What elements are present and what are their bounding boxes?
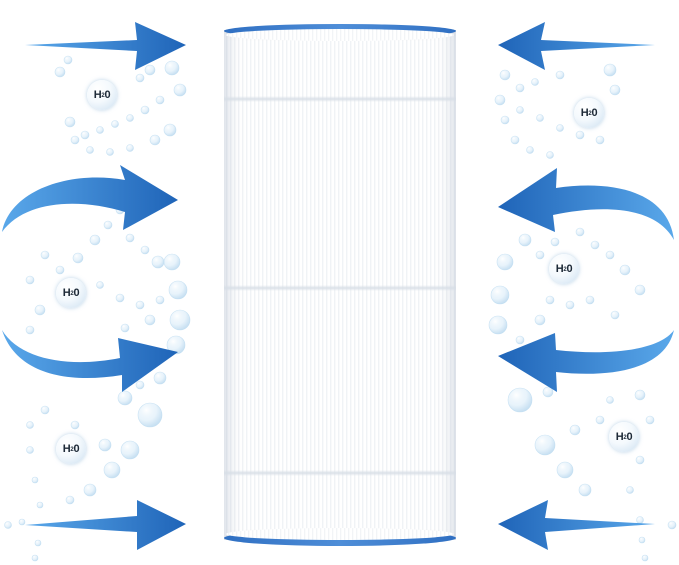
arrow-left-icon — [498, 22, 655, 70]
filter-bottom-edge — [226, 528, 454, 540]
filter-top-edge — [226, 29, 454, 41]
cartridge-filter — [224, 24, 456, 546]
h2o-h: H — [580, 107, 589, 119]
filter-band — [224, 96, 456, 102]
arrow-right-icon — [25, 22, 186, 70]
h2o-h: H — [62, 287, 71, 299]
arrow-right-icon — [25, 500, 186, 550]
h2o-o: 0 — [566, 263, 573, 275]
h2o-o: 0 — [73, 443, 80, 455]
curved-arrow-left-icon — [498, 168, 674, 240]
h2o-o: 0 — [591, 107, 598, 119]
h2o-h: H — [615, 431, 624, 443]
h2o-sub: 2 — [588, 111, 592, 117]
h2o-h: H — [555, 263, 564, 275]
h2o-sub: 2 — [70, 291, 74, 297]
filter-band — [224, 285, 456, 291]
h2o-h: H — [93, 89, 102, 101]
h2o-o: 0 — [626, 431, 633, 443]
pleated-filter-media — [224, 30, 456, 540]
arrow-left-icon — [498, 500, 655, 550]
h2o-sub: 2 — [101, 93, 105, 99]
h2o-h: H — [62, 443, 71, 455]
curved-arrow-right-icon — [2, 165, 178, 232]
filter-band — [224, 470, 456, 476]
curved-arrow-right-icon — [2, 330, 178, 392]
h2o-sub: 2 — [70, 447, 74, 453]
h2o-sub: 2 — [563, 267, 567, 273]
h2o-o: 0 — [73, 287, 80, 299]
curved-arrow-left-icon — [498, 330, 674, 392]
h2o-o: 0 — [104, 89, 111, 101]
h2o-sub: 2 — [623, 435, 627, 441]
